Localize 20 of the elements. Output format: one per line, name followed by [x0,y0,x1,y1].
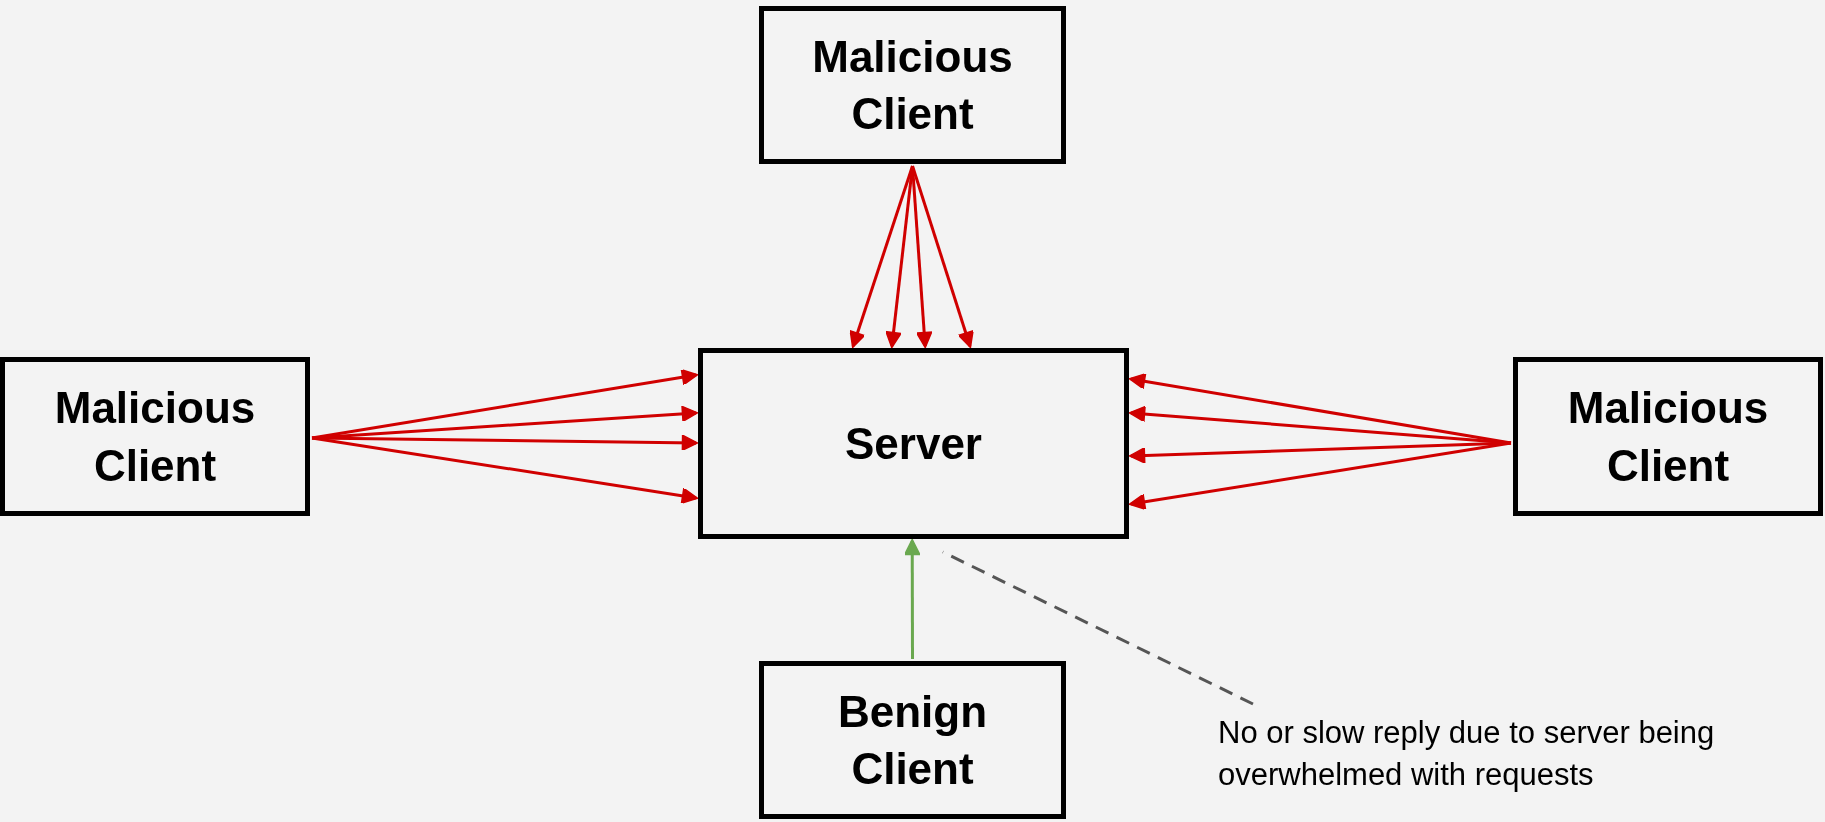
box-label: Benign Client [836,685,989,795]
client-box [1513,357,1823,516]
box-label: Malicious Client [53,382,257,492]
client-box [759,6,1066,164]
arrow [311,405,699,440]
note-text: No or slow reply due to server being overwhelmed with requests [1218,712,1808,796]
client-box [759,661,1066,819]
box-label: Malicious Client [811,30,1014,140]
arrow [904,538,921,659]
arrow [849,165,914,349]
arrow [311,436,699,504]
arrow [1128,405,1512,445]
client-box [0,357,310,516]
server-box [698,348,1129,539]
leader-line [942,550,1254,706]
box-label: Server [845,417,982,470]
arrow [1128,441,1512,511]
box-label: Malicious Client [1566,382,1770,492]
arrow [911,165,933,349]
arrow [911,165,974,349]
